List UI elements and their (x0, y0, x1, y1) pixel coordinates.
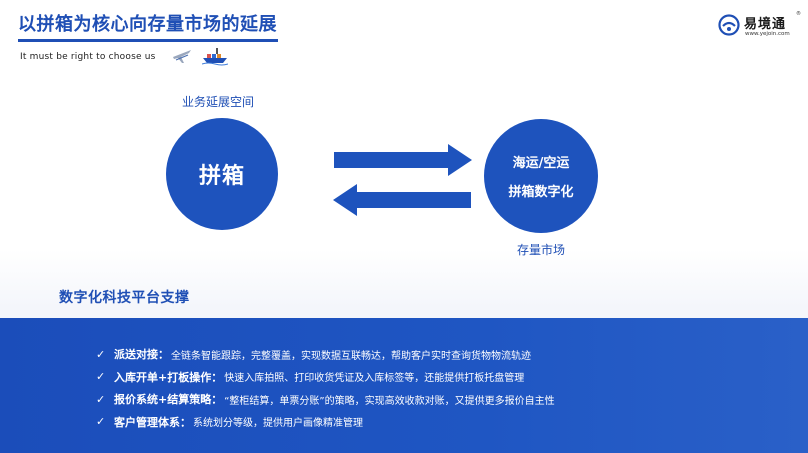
feature-item: ✓ 客户管理体系： 系统划分等级，提供用户画像精准管理 (96, 411, 555, 434)
check-icon: ✓ (96, 347, 106, 361)
expansion-label: 业务延展空间 (182, 95, 255, 109)
feature-desc: “整柜结算，单票分账”的策略，实现高效收款对账，又提供更多报价自主性 (224, 395, 555, 407)
feature-desc: 全链条智能跟踪，完整覆盖，实现数据互联畅达，帮助客户实时查询货物物流轨迹 (171, 350, 531, 362)
feature-item: ✓ 派送对接： 全链条智能跟踪，完整覆盖，实现数据互联畅达，帮助客户实时查询货物… (96, 343, 555, 366)
feature-key: 入库开单+打板操作： (114, 370, 223, 384)
registered-mark: ® (796, 11, 801, 17)
brand-logo: 易境通 ® www.yejoin.com (718, 10, 801, 40)
logo-name: 易境通 (744, 17, 787, 32)
feature-desc: 系统划分等级，提供用户画像精准管理 (193, 418, 363, 430)
feature-panel (0, 318, 808, 453)
feature-key: 客户管理体系： (114, 415, 191, 429)
digital-lcl-circle: 海运/空运 拼箱数字化 (484, 119, 598, 233)
stock-market-label: 存量市场 (517, 243, 566, 257)
lcl-circle-label: 拼箱 (198, 164, 245, 189)
feature-key: 派送对接： (114, 348, 169, 362)
digital-circle-line2: 拼箱数字化 (508, 185, 574, 200)
feature-list: ✓ 派送对接： 全链条智能跟踪，完整覆盖，实现数据互联畅达，帮助客户实时查询货物… (96, 343, 555, 433)
feature-item: ✓ 报价系统+结算策略： “整柜结算，单票分账”的策略，实现高效收款对账，又提供… (96, 388, 555, 411)
logo-mark-icon (718, 14, 740, 36)
plane-icon (173, 50, 191, 63)
feature-key: 报价系统+结算策略： (114, 393, 223, 407)
feature-desc: 快速入库拍照、打印收货凭证及入库标签等，还能提供打板托盘管理 (224, 373, 525, 385)
check-icon: ✓ (96, 392, 106, 406)
platform-heading: 数字化科技平台支撑 (59, 290, 190, 306)
bidirectional-arrows (333, 144, 472, 216)
lcl-circle: 拼箱 (166, 118, 278, 230)
check-icon: ✓ (96, 415, 106, 429)
logo-url: www.yejoin.com (745, 31, 790, 37)
page-title: 以拼箱为核心向存量市场的延展 (18, 14, 277, 35)
title-underline (18, 39, 278, 42)
slogan: It must be right to choose us (20, 52, 156, 62)
arrow-right (334, 144, 472, 176)
check-icon: ✓ (96, 370, 106, 384)
ship-icon (202, 48, 228, 66)
feature-item: ✓ 入库开单+打板操作： 快速入库拍照、打印收货凭证及入库标签等，还能提供打板托… (96, 366, 555, 389)
digital-circle-line1: 海运/空运 (512, 156, 570, 171)
arrow-left (333, 184, 471, 216)
